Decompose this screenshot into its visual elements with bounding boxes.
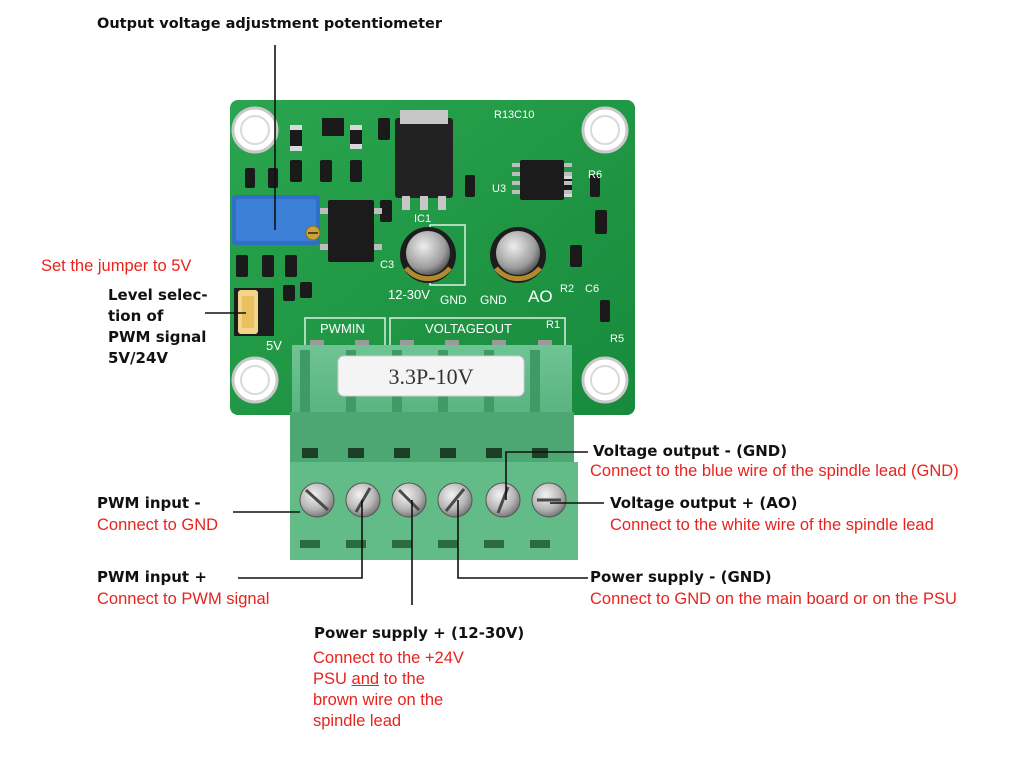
psu-plus-title: Power supply + (12-30V) xyxy=(314,624,525,642)
pwm-minus-title: PWM input - xyxy=(97,494,201,512)
vout-plus-title: Voltage output + (AO) xyxy=(610,494,798,512)
silk-c3: C3 xyxy=(380,259,394,271)
vout-minus-title: Voltage output - (GND) xyxy=(593,442,788,460)
silk-voltageout: VOLTAGEOUT xyxy=(425,321,512,336)
title-potentiometer: Output voltage adjustment potentiometer xyxy=(97,16,443,32)
psu-plus-desc-line-4: spindle lead xyxy=(313,712,402,730)
silk-r2: R2 xyxy=(560,283,574,295)
mounting-holes xyxy=(231,106,629,404)
optocoupler xyxy=(328,200,374,262)
terminal-screws xyxy=(299,482,567,518)
silk-gnd-1: GND xyxy=(440,293,467,307)
silk-ic1: IC1 xyxy=(414,213,431,225)
psu-plus-desc-2a: PSU xyxy=(313,670,352,688)
level-selection-line-4: 5V/24V xyxy=(108,349,169,367)
leader-lines xyxy=(205,45,604,605)
psu-plus-desc: Connect to the +24V PSU and to the brown… xyxy=(313,648,464,732)
u3-chip xyxy=(520,160,564,200)
psu-plus-desc-2c: to the xyxy=(379,670,425,688)
silk-gnd-2: GND xyxy=(480,293,507,307)
psu-plus-desc-and: and xyxy=(351,670,380,688)
psu-minus-title: Power supply - (GND) xyxy=(590,568,772,586)
terminal-tag-text: 3.3P-10V xyxy=(389,364,474,389)
silk-5v: 5V xyxy=(266,338,282,353)
level-selection-line-1: Level selec- xyxy=(108,286,208,304)
leader-pwm-plus xyxy=(238,500,363,579)
silk-u3: U3 xyxy=(492,183,506,195)
level-selection: Level selec- tion of PWM signal 5V/24V xyxy=(108,285,208,369)
terminal-tag xyxy=(337,355,525,397)
regulator-ic1 xyxy=(395,118,453,198)
silk-r1: R1 xyxy=(546,319,560,331)
silk-12-30v: 12-30V xyxy=(388,287,430,302)
psu-plus-desc-line-2: PSU and to the xyxy=(313,669,464,690)
pwm-plus-title: PWM input + xyxy=(97,568,207,586)
level-selection-line-2: tion of xyxy=(108,307,164,325)
leader-psu-minus xyxy=(457,500,588,579)
psu-plus-desc-line-3: brown wire on the xyxy=(313,691,444,709)
jumper-note: Set the jumper to 5V xyxy=(41,257,192,275)
silk-r5: R5 xyxy=(610,333,624,345)
silk-r13: R13C10 xyxy=(494,109,534,121)
vout-plus-desc: Connect to the white wire of the spindle… xyxy=(610,516,934,534)
psu-plus-desc-line-1: Connect to the +24V xyxy=(313,649,464,667)
vout-minus-desc: Connect to the blue wire of the spindle … xyxy=(590,462,959,480)
pwm-minus-desc: Connect to GND xyxy=(97,516,219,534)
silk-c6: C6 xyxy=(585,283,599,295)
pwm-plus-desc: Connect to PWM signal xyxy=(97,590,270,608)
silk-ao: AO xyxy=(528,287,553,306)
silk-pwmin: PWMIN xyxy=(320,321,365,336)
silk-r6: R6 xyxy=(588,169,602,181)
leader-vout-minus xyxy=(505,451,588,500)
level-selection-line-3: PWM signal xyxy=(108,328,207,346)
psu-minus-desc: Connect to GND on the main board or on t… xyxy=(590,590,957,608)
